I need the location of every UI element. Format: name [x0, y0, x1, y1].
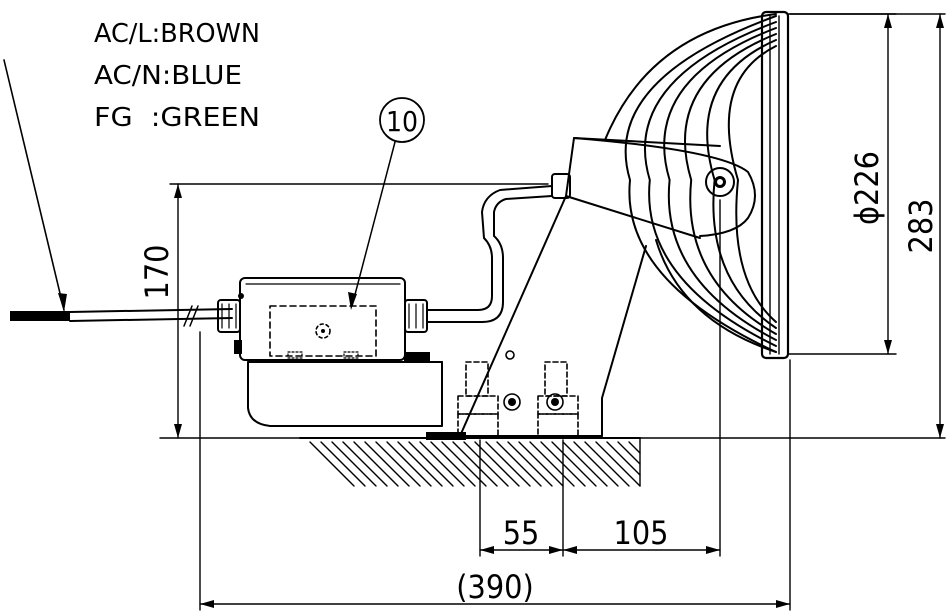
- lamp-dome: [604, 10, 790, 360]
- hatch-line: [518, 441, 564, 487]
- dim-overall-390: (390): [456, 568, 533, 606]
- dimension-arrows: [174, 14, 944, 608]
- hatch-line: [397, 441, 443, 487]
- hatch-line: [353, 441, 399, 487]
- dim-height-283: 283: [902, 199, 940, 254]
- dome-rib: [683, 33, 777, 335]
- hatch-line: [584, 441, 630, 487]
- hatch-line: [331, 441, 377, 487]
- part-callout: [348, 97, 425, 310]
- hatch-line: [573, 441, 619, 487]
- legend-line-green: FG :GREEN: [94, 103, 260, 133]
- hatch-line: [452, 441, 498, 487]
- dim-spacing-55: 55: [503, 514, 540, 552]
- hatch-line: [529, 441, 575, 487]
- legend-line-blue: AC/N:BLUE: [94, 61, 242, 91]
- dome-rib: [663, 27, 777, 341]
- hatch-line: [342, 441, 388, 487]
- hatch-line: [364, 441, 410, 487]
- hatch-line: [309, 441, 355, 487]
- hatch-line: [441, 441, 487, 487]
- dim-spacing-105: 105: [614, 514, 669, 552]
- anchor-bolts: [457, 361, 579, 437]
- hatch-line: [474, 441, 520, 487]
- power-cable: [10, 305, 233, 327]
- hatch-line: [551, 441, 597, 487]
- wire-color-legend: AC/L:BROWN AC/N:BLUE FG :GREEN: [94, 19, 260, 133]
- hatch-line: [595, 441, 641, 487]
- terminal-box: [217, 277, 443, 427]
- hatch-line: [386, 441, 432, 487]
- floor-hatch: [299, 437, 641, 487]
- dome-rib: [706, 39, 777, 329]
- hatch-line: [507, 441, 553, 487]
- dome-rib: [727, 45, 777, 323]
- hatch-line: [320, 441, 366, 487]
- hatch-line: [617, 441, 641, 465]
- hatch-line: [419, 441, 465, 487]
- hatch-line: [430, 441, 476, 487]
- bolt-nuts: [503, 393, 564, 411]
- hatch-line: [463, 441, 509, 487]
- callout-number: 10: [386, 105, 418, 138]
- dimension-lines: [159, 13, 946, 611]
- hatch-line: [628, 441, 641, 454]
- dim-height-170: 170: [138, 245, 176, 300]
- hatch-line: [496, 441, 542, 487]
- hatch-line: [606, 441, 641, 476]
- legend-line-brown: AC/L:BROWN: [94, 19, 260, 49]
- hatch-line: [408, 441, 454, 487]
- dim-diameter-226: ϕ226: [848, 151, 886, 225]
- hatch-line: [485, 441, 531, 487]
- conduit-pipe: [426, 173, 571, 323]
- dome-rib: [644, 21, 777, 347]
- hatch-line: [375, 441, 421, 487]
- cable-leader-line: [3, 59, 67, 312]
- hatch-line: [562, 441, 608, 487]
- dome-rib: [624, 15, 777, 353]
